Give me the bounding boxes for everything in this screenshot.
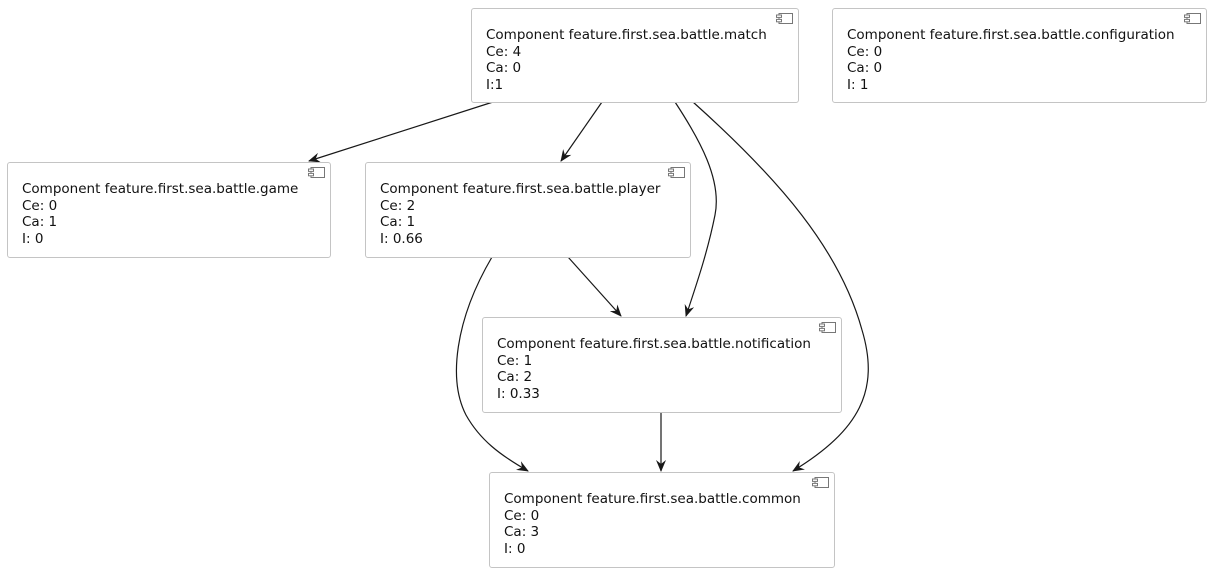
uml-component-icon	[1184, 13, 1201, 24]
efferent-coupling: Ce: 2	[380, 197, 416, 214]
component-match[interactable]: Component feature.first.sea.battle.match…	[471, 8, 799, 103]
afferent-coupling: Ca: 2	[497, 369, 533, 385]
instability: I: 0.66	[380, 230, 423, 247]
instability: I: 1	[847, 76, 869, 93]
edge-match-to-game	[308, 101, 494, 163]
afferent-coupling: Ca: 1	[380, 214, 416, 230]
component-player[interactable]: Component feature.first.sea.battle.playe…	[365, 162, 691, 258]
uml-component-icon	[668, 167, 685, 178]
instability: I: 0.33	[497, 385, 540, 402]
component-title: Component feature.first.sea.battle.notif…	[497, 336, 811, 352]
component-title: Component feature.first.sea.battle.playe…	[380, 181, 661, 197]
edge-match-to-common	[692, 101, 869, 472]
afferent-coupling: Ca: 3	[504, 524, 540, 540]
component-title: Component feature.first.sea.battle.confi…	[847, 27, 1175, 43]
uml-component-icon	[819, 322, 836, 333]
component-configuration[interactable]: Component feature.first.sea.battle.confi…	[832, 8, 1207, 103]
component-common[interactable]: Component feature.first.sea.battle.commo…	[489, 472, 835, 568]
component-game[interactable]: Component feature.first.sea.battle.game …	[7, 162, 331, 258]
efferent-coupling: Ce: 0	[22, 197, 58, 214]
instability: I: 0	[22, 230, 44, 247]
afferent-coupling: Ca: 0	[486, 60, 522, 76]
edge-player-to-notification	[567, 256, 622, 317]
edge-match-to-notification	[674, 101, 717, 317]
instability: I: 0	[504, 540, 526, 557]
efferent-coupling: Ce: 4	[486, 43, 522, 60]
efferent-coupling: Ce: 0	[504, 507, 540, 524]
efferent-coupling: Ce: 1	[497, 352, 533, 369]
instability: I:1	[486, 76, 504, 93]
afferent-coupling: Ca: 1	[22, 214, 58, 230]
component-title: Component feature.first.sea.battle.game	[22, 181, 299, 197]
uml-component-icon	[812, 477, 829, 488]
edge-player-to-common	[455, 256, 529, 472]
component-title: Component feature.first.sea.battle.match	[486, 27, 767, 43]
uml-component-icon	[308, 167, 325, 178]
edge-match-to-player	[560, 101, 603, 162]
efferent-coupling: Ce: 0	[847, 43, 883, 60]
uml-component-icon	[776, 13, 793, 24]
afferent-coupling: Ca: 0	[847, 60, 883, 76]
component-title: Component feature.first.sea.battle.commo…	[504, 491, 801, 507]
component-notification[interactable]: Component feature.first.sea.battle.notif…	[482, 317, 842, 413]
